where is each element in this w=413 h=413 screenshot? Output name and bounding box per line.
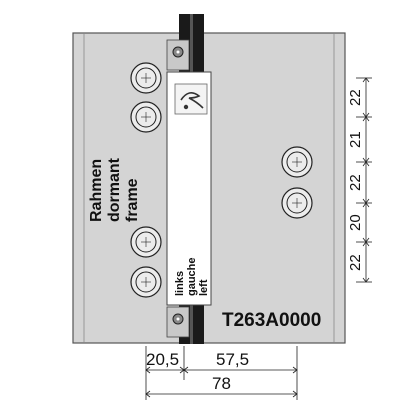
- dimension-label-h2: 57,5: [216, 350, 249, 369]
- dimension-label-v5: 22: [347, 254, 364, 271]
- dimension-label-v3: 22: [347, 174, 364, 191]
- mounting-hole: [130, 101, 162, 133]
- manufacturer-logo-icon: [174, 83, 208, 115]
- dimension-label-v1: 22: [347, 89, 364, 106]
- horizontal-dimension-lines: [145, 346, 298, 400]
- leaf-mounting-holes: [281, 146, 313, 219]
- part-number: T263A0000: [222, 310, 321, 331]
- leaf-label-line-3: left: [198, 279, 210, 296]
- screw-icon: [172, 46, 184, 58]
- frame-mounting-holes: [130, 62, 162, 298]
- dimension-label-h3: 78: [212, 374, 231, 393]
- leaf-label-line-2: gauche: [186, 257, 198, 296]
- screw-icon: [172, 313, 184, 325]
- mounting-hole: [130, 266, 162, 298]
- dimension-label-v2: 21: [347, 131, 364, 148]
- frame-label-line-1: Rahmen: [88, 159, 105, 222]
- mounting-hole: [281, 187, 313, 219]
- dimension-label-h1: 20,5: [146, 350, 179, 369]
- frame-label-line-3: frame: [124, 178, 141, 222]
- vertical-dimension-chain: [356, 77, 372, 283]
- dimension-label-v4: 20: [347, 214, 364, 231]
- mounting-hole: [130, 226, 162, 258]
- leaf-label-line-1: links: [174, 271, 186, 296]
- frame-label-line-2: dormant: [106, 157, 123, 222]
- mounting-hole: [281, 146, 313, 178]
- mounting-hole: [130, 62, 162, 94]
